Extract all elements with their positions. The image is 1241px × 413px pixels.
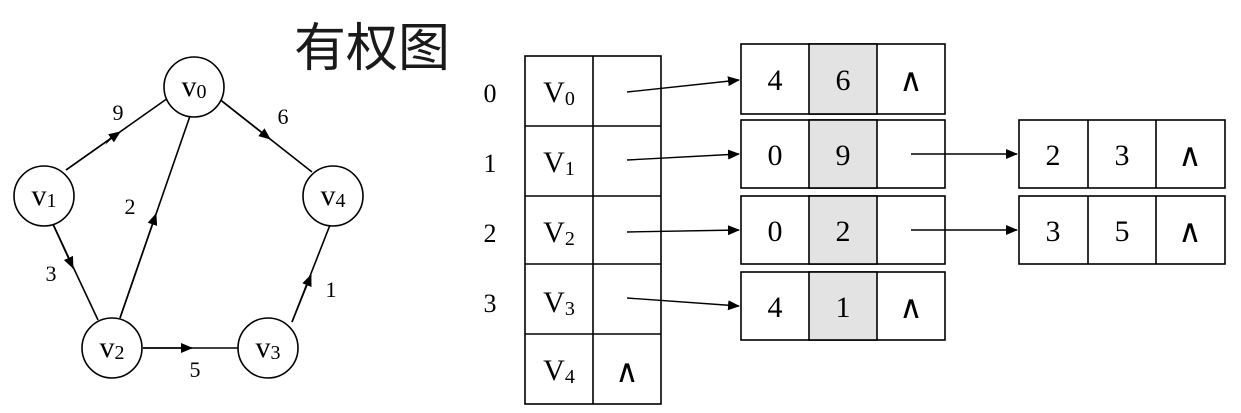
- arc-2b-adj: 3: [1046, 215, 1061, 248]
- vertex-cell-0: V0: [543, 76, 575, 110]
- row-index-2: 2: [484, 219, 497, 248]
- weight-v2-v0: 2: [125, 194, 136, 219]
- arc-1-adj: 0: [768, 139, 783, 172]
- arc-2-weight: 2: [836, 215, 851, 248]
- row-index-0: 0: [484, 79, 497, 108]
- arc-2b-weight: 5: [1115, 215, 1130, 248]
- arc-1b-adj: 2: [1046, 139, 1061, 172]
- pointer-arrows: [626, 76, 1018, 311]
- svg-text:v4: v4: [321, 179, 346, 212]
- row-indices: 0 1 2 3: [484, 79, 497, 318]
- edge-weights: 9 6 2 3 5 1: [46, 100, 337, 382]
- vertex-cell-2: V2: [543, 216, 575, 250]
- svg-text:v0: v0: [182, 70, 207, 103]
- vertex-cell-1: V1: [543, 146, 575, 180]
- arc-3-weight: 1: [836, 291, 851, 324]
- arc-1b-weight: 3: [1115, 139, 1130, 172]
- svg-text:v1: v1: [32, 179, 57, 212]
- pointer-v3-to-arc: [626, 297, 740, 311]
- arc-3-adj: 4: [768, 291, 783, 324]
- pointer-v1-to-arc: [626, 149, 740, 161]
- node-v3: v3: [237, 317, 299, 379]
- figure-title: 有权图: [294, 19, 450, 79]
- arc-2b-null: ∧: [1178, 213, 1201, 249]
- graph-nodes: v0 v1 v2 v3 v4: [13, 56, 364, 379]
- first-arc-values: 4 6 ∧ 0 9 0 2 4 1 ∧: [768, 62, 923, 325]
- arc-0-weight: 6: [836, 64, 851, 97]
- arc-0-null: ∧: [899, 62, 922, 98]
- vertex-table: [524, 55, 662, 405]
- weight-v2-v3: 5: [190, 357, 201, 382]
- second-arc-values: 2 3 ∧ 3 5 ∧: [1046, 137, 1202, 249]
- pointer-v2-to-arc: [626, 225, 740, 236]
- node-v2: v2: [81, 317, 143, 379]
- weight-v1-v2: 3: [46, 261, 57, 286]
- node-v0: v0: [163, 56, 225, 118]
- null-pointer-v4: ∧: [615, 353, 638, 389]
- second-arc-nodes: [1018, 119, 1226, 265]
- arc-1b-null: ∧: [1178, 137, 1201, 173]
- vertex-cell-3: V3: [543, 286, 575, 320]
- weight-v1-v0: 9: [113, 100, 124, 125]
- arc-0-adj: 4: [768, 64, 783, 97]
- weight-v3-v4: 1: [326, 277, 337, 302]
- vertex-labels: V0 V1 V2 V3 V4 ∧: [543, 76, 639, 389]
- node-v1: v1: [13, 165, 75, 227]
- svg-text:v3: v3: [256, 331, 281, 364]
- arc-2-adj: 0: [768, 215, 783, 248]
- arc-1-weight: 9: [836, 139, 851, 172]
- svg-text:v2: v2: [100, 331, 125, 364]
- graph-edges: [51, 97, 331, 353]
- arc-3-null: ∧: [899, 289, 922, 325]
- vertex-cell-4: V4: [543, 354, 575, 388]
- row-index-3: 3: [484, 289, 497, 318]
- pointer-v0-to-arc: [626, 76, 740, 93]
- row-index-1: 1: [484, 149, 497, 178]
- node-v4: v4: [302, 165, 364, 227]
- weight-v0-v4: 6: [278, 104, 289, 129]
